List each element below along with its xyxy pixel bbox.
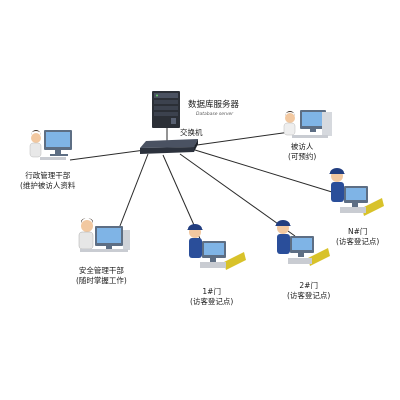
database-server-icon	[152, 91, 180, 128]
door2-label: 2#门 (访客登记点)	[287, 281, 330, 301]
door2-guard-workstation-icon	[275, 220, 330, 266]
door2-label-line1: 2#门	[299, 281, 318, 290]
door1-label: 1#门 (访客登记点)	[190, 287, 233, 307]
line-switch-doorN	[194, 149, 346, 197]
door2-label-line2: (访客登记点)	[287, 291, 331, 300]
door1-label-line1: 1#门	[202, 287, 221, 296]
visitee-workstation-icon	[283, 110, 332, 138]
door1-guard-workstation-icon	[187, 224, 246, 270]
doorN-label-line2: (访客登记点)	[336, 237, 380, 246]
admin-label: 行政管理干部 (维护被访人资料	[20, 171, 75, 191]
line-switch-admin	[69, 149, 146, 161]
security-workstation-icon	[78, 218, 130, 252]
doorN-label-line1: N#门	[347, 227, 368, 236]
server-title: 数据库服务器	[188, 100, 240, 110]
security-label-line2: (随时掌握工作)	[76, 276, 127, 285]
switch-label: 交换机	[180, 128, 203, 137]
network-switch-icon	[140, 139, 198, 154]
admin-label-line2: (维护被访人资料	[20, 181, 76, 190]
security-label-line1: 安全管理干部	[78, 266, 124, 275]
server-subtitle: Database server	[196, 112, 234, 117]
connection-lines	[69, 127, 346, 251]
visitee-label: 被访人 (可预约)	[288, 142, 316, 162]
door1-label-line2: (访客登记点)	[190, 297, 234, 306]
visitee-label-line2: (可预约)	[288, 152, 317, 161]
doorN-label: N#门 (访客登记点)	[336, 227, 379, 247]
admin-label-line1: 行政管理干部	[25, 171, 71, 180]
line-switch-door2	[179, 153, 296, 237]
admin-workstation-icon	[29, 130, 72, 160]
line-switch-visitee	[189, 131, 291, 147]
doorN-guard-workstation-icon	[329, 168, 384, 216]
security-label: 安全管理干部 (随时掌握工作)	[76, 266, 127, 286]
line-switch-security	[117, 153, 149, 232]
visitee-label-line1: 被访人	[290, 142, 314, 151]
